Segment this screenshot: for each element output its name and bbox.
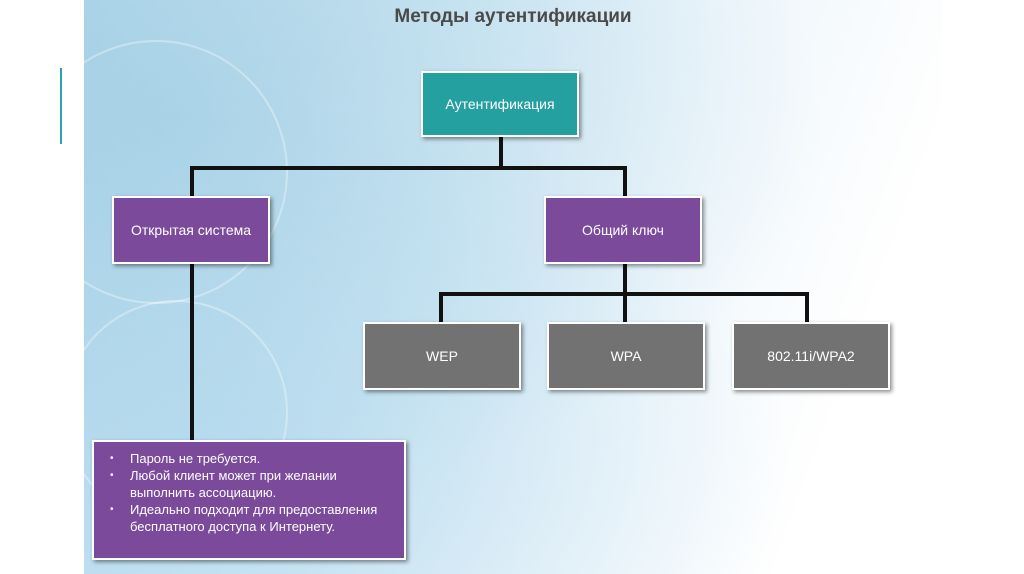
open-system-description: Пароль не требуется. Любой клиент может … <box>92 440 406 560</box>
connector-to-shared <box>623 166 627 200</box>
node-wep: WEP <box>363 322 521 390</box>
connector-level2-horizontal <box>439 292 809 296</box>
node-shared-key: Общий ключ <box>544 196 702 264</box>
connector-open-to-note <box>190 262 194 442</box>
connector-to-wpa2 <box>805 292 809 326</box>
node-wpa: WPA <box>547 322 705 390</box>
accent-line <box>60 68 62 144</box>
note-item: Идеально подходит для предоставления бес… <box>108 501 394 535</box>
connector-to-open <box>190 166 194 200</box>
node-authentication: Аутентификация <box>421 71 579 137</box>
node-wpa2: 802.11i/WPA2 <box>732 322 890 390</box>
decorative-circle <box>84 40 288 304</box>
note-item: Пароль не требуется. <box>108 450 394 467</box>
node-open-system: Открытая система <box>112 196 270 264</box>
note-item: Любой клиент может при желании выполнить… <box>108 467 394 501</box>
connector-to-wep <box>439 292 443 326</box>
diagram-title: Методы аутентификации <box>394 6 632 27</box>
connector-level1-horizontal <box>190 166 627 170</box>
connector-auth-down <box>499 136 503 168</box>
